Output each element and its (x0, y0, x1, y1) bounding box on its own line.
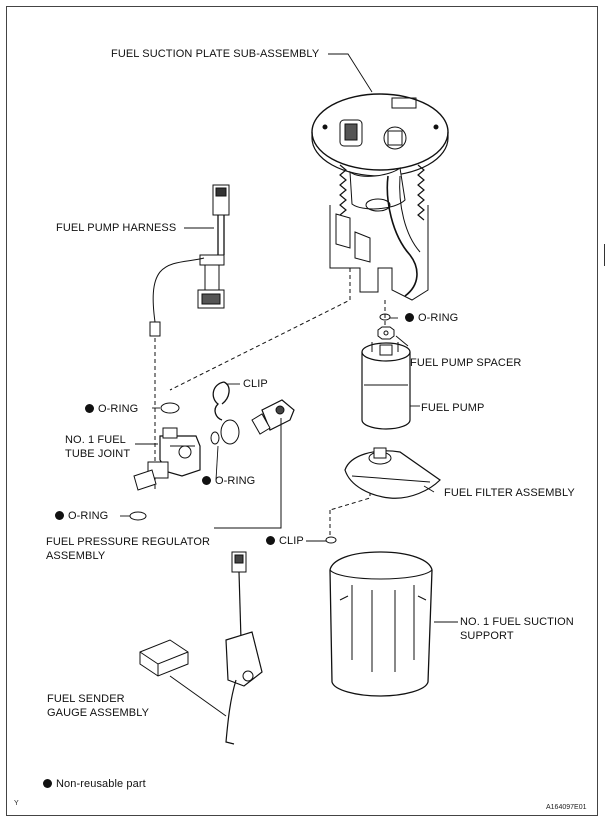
non-reusable-dot-icon (266, 536, 275, 545)
label-fuel-pump-harness: FUEL PUMP HARNESS (56, 222, 177, 234)
non-reusable-dot-icon (405, 313, 414, 322)
alignment-lines (154, 268, 386, 538)
label-sender-line1: FUEL SENDER (47, 693, 125, 705)
label-tube-joint-line2: TUBE JOINT (65, 448, 131, 460)
label-suction-support-line2: SUPPORT (460, 630, 514, 642)
oring-mid-small-drawing (210, 431, 220, 445)
label-fuel-pump: FUEL PUMP (421, 402, 485, 414)
label-oring-left: O-RING (85, 402, 138, 416)
label-sender-line2: GAUGE ASSEMBLY (47, 707, 150, 719)
clip-top-drawing (212, 381, 230, 421)
regulator-leader (214, 418, 282, 529)
oring-bottom-drawing (129, 511, 147, 521)
label-fuel-pump-spacer: FUEL PUMP SPACER (410, 357, 522, 369)
label-clip-top: CLIP (243, 378, 268, 390)
suction-support-drawing (329, 551, 433, 697)
fuel-filter-drawing (344, 447, 441, 499)
label-tube-joint-line1: NO. 1 FUEL (65, 434, 126, 446)
edge-mark (604, 244, 605, 266)
diagram-frame (6, 6, 598, 816)
label-fuel-suction-plate: FUEL SUCTION PLATE SUB-ASSEMBLY (111, 48, 320, 60)
non-reusable-dot-icon (55, 511, 64, 520)
oring-left-drawing (160, 402, 180, 414)
legend: Non-reusable part (43, 777, 146, 791)
pressure-regulator-drawing (251, 399, 295, 435)
footer-left-mark: Y (14, 800, 19, 807)
fuel-pump-spacer-drawing (377, 326, 395, 340)
label-regulator-line2: ASSEMBLY (46, 550, 106, 562)
label-oring-mid: O-RING (202, 474, 255, 488)
label-fuel-filter-assembly: FUEL FILTER ASSEMBLY (444, 487, 575, 499)
non-reusable-dot-icon (202, 476, 211, 485)
label-regulator-line1: FUEL PRESSURE REGULATOR (46, 536, 211, 548)
sender-gauge-drawing (139, 551, 263, 745)
fuel-suction-plate-drawing (311, 93, 449, 301)
label-oring-pump: O-RING (405, 311, 458, 325)
figure-id: A164097E01 (546, 804, 587, 811)
non-reusable-dot-icon (85, 404, 94, 413)
fuel-pump-drawing (361, 342, 411, 430)
tube-joint-drawing (133, 427, 201, 491)
label-oring-bottom: O-RING (55, 509, 108, 523)
oring-mid-large-drawing (220, 419, 240, 445)
label-clip-bottom: CLIP (266, 534, 304, 548)
fuel-pump-harness-drawing (149, 184, 230, 337)
legend-text: Non-reusable part (56, 778, 146, 790)
clip-bottom-drawing (325, 536, 337, 544)
label-suction-support-line1: NO. 1 FUEL SUCTION (460, 616, 574, 628)
non-reusable-dot-icon (43, 779, 52, 788)
oring-pump-drawing (379, 313, 391, 321)
leader-lines (120, 53, 458, 623)
